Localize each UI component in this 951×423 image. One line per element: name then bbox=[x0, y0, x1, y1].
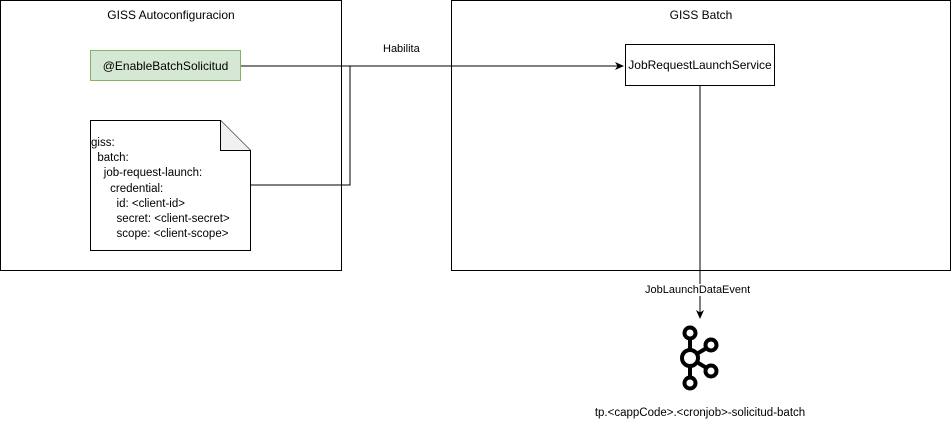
container-title: GISS Batch bbox=[669, 8, 733, 22]
job-request-launch-service: JobRequestLaunchService bbox=[625, 44, 775, 86]
habilita-label: Habilita bbox=[381, 43, 422, 55]
yaml-config-note: giss: batch: job-request-launch: credent… bbox=[90, 120, 251, 251]
container-title: GISS Autoconfiguracion bbox=[107, 8, 235, 22]
kafka-topic-label: tp.<cappCode>.<cronjob>-solicitud-batch bbox=[594, 407, 806, 419]
kafka-icon bbox=[680, 325, 719, 391]
event-label: JobLaunchDataEvent bbox=[643, 284, 753, 296]
annotation-label: @EnableBatchSolicitud bbox=[102, 58, 229, 73]
note-shape bbox=[90, 120, 251, 251]
service-label: JobRequestLaunchService bbox=[628, 58, 772, 72]
note-text: giss: batch: job-request-launch: credent… bbox=[91, 137, 230, 241]
habilita-edge bbox=[241, 65, 351, 186]
enable-batch-solicitud-annotation: @EnableBatchSolicitud bbox=[90, 50, 241, 81]
